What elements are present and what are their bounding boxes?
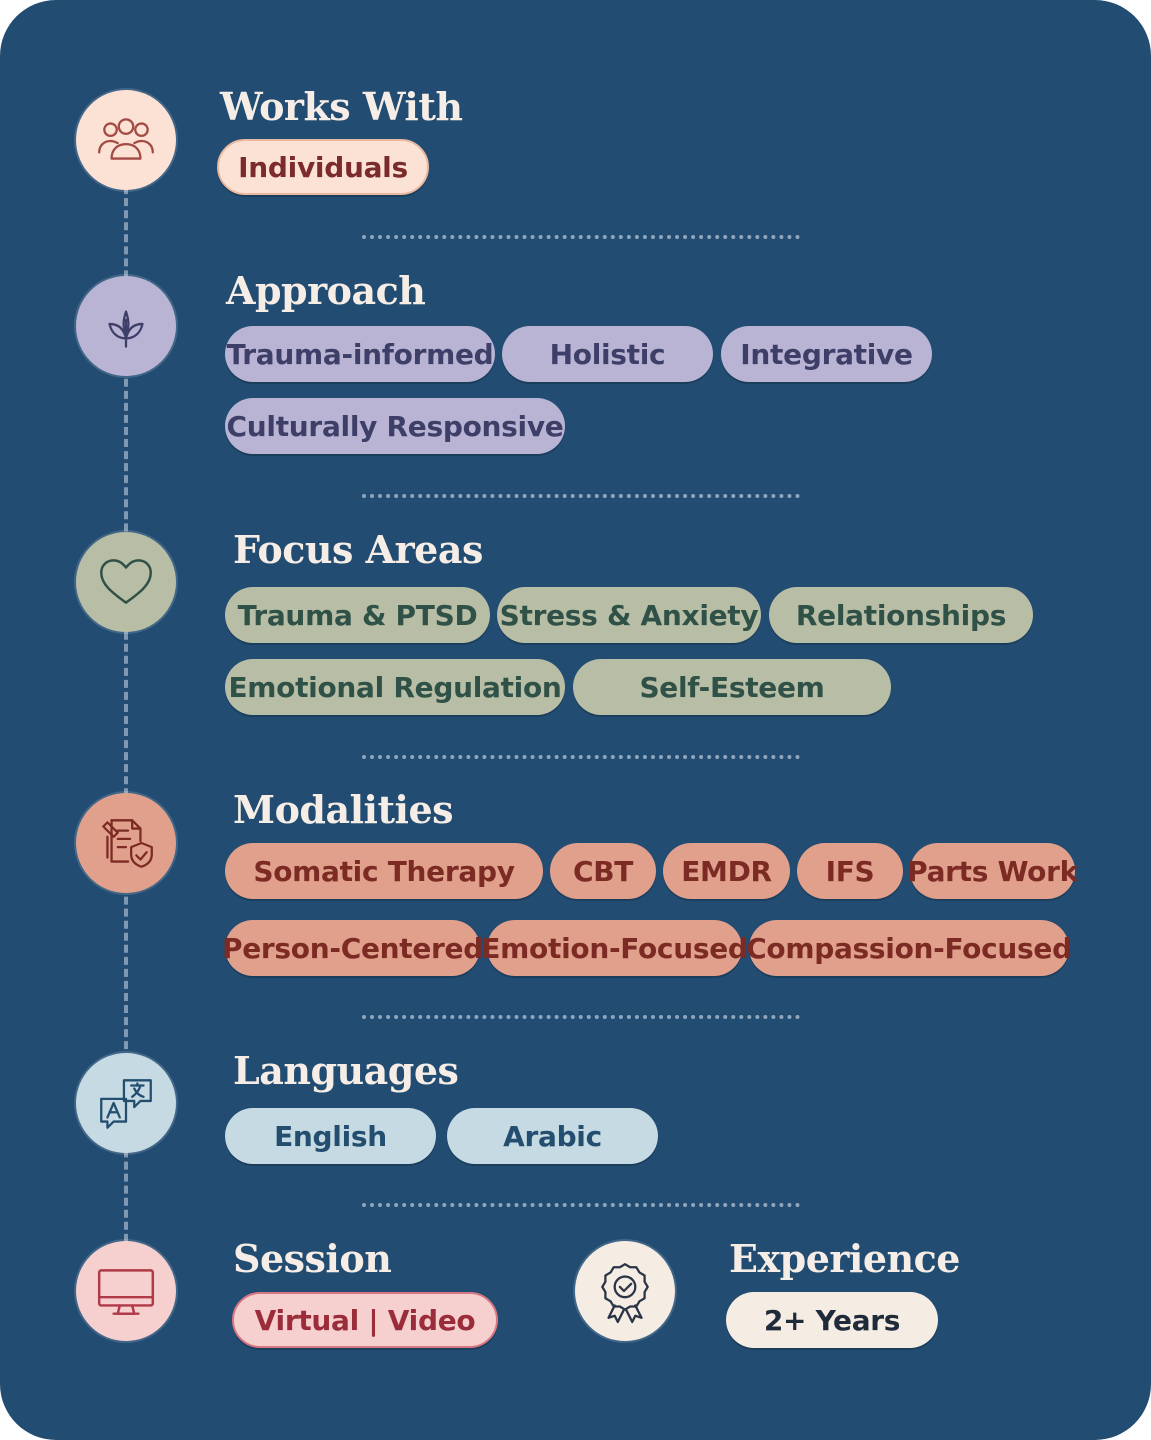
section-divider [362,235,800,239]
tag-cbt: CBT [550,843,656,899]
tag-person-centered: Person-Centered [222,920,483,976]
works-with-icon-circle [76,90,176,190]
clipboard-shield-icon [102,819,153,868]
section-title-approach: Approach [226,268,426,313]
languages-icon-circle [76,1053,176,1153]
section-title-works-with: Works With [220,84,463,129]
leaf-icon [108,310,144,348]
tag-emotional-regulation: Emotional Regulation [225,659,565,715]
heart-icon [100,559,152,604]
section-title-languages: Languages [233,1048,459,1093]
focus-areas-icon-circle [76,532,176,632]
tag-individuals: Individuals [217,139,429,195]
tag-culturally-responsive: Culturally Responsive [225,398,565,454]
tag-ifs: IFS [797,843,903,899]
translate-icon [100,1079,152,1129]
tag-self-esteem: Self-Esteem [573,659,891,715]
section-title-focus-areas: Focus Areas [233,527,483,572]
tag-parts-work: Parts Work [907,843,1078,899]
approach-icon-circle [76,276,176,376]
tag-relationships: Relationships [769,587,1033,643]
tag-stress-anxiety: Stress & Anxiety [497,587,761,643]
tag-virtual-video: Virtual | Video [232,1292,498,1348]
section-divider [362,494,800,498]
timeline-connector [124,150,128,1290]
tag-english: English [225,1108,436,1164]
section-title-experience: Experience [729,1236,960,1281]
tag-compassion-focused: Compassion-Focused [746,920,1072,976]
tag-integrative: Integrative [721,326,932,382]
tag-holistic: Holistic [502,326,713,382]
tag-experience-years: 2+ Years [726,1292,938,1348]
section-divider [362,755,800,759]
modalities-icon-circle [76,793,176,893]
award-badge-icon [601,1263,649,1324]
tag-arabic: Arabic [447,1108,658,1164]
monitor-icon [97,1269,155,1315]
people-group-icon [98,118,154,160]
tag-trauma-ptsd: Trauma & PTSD [225,587,490,643]
section-title-session: Session [233,1236,392,1281]
section-divider [362,1203,800,1207]
tag-emotion-focused: Emotion-Focused [481,920,748,976]
section-title-modalities: Modalities [233,787,454,832]
tag-trauma-informed: Trauma-informed [225,326,495,382]
experience-icon-circle [575,1241,675,1341]
session-icon-circle [76,1241,176,1341]
tag-somatic-therapy: Somatic Therapy [225,843,543,899]
section-divider [362,1015,800,1019]
tag-emdr: EMDR [663,843,790,899]
